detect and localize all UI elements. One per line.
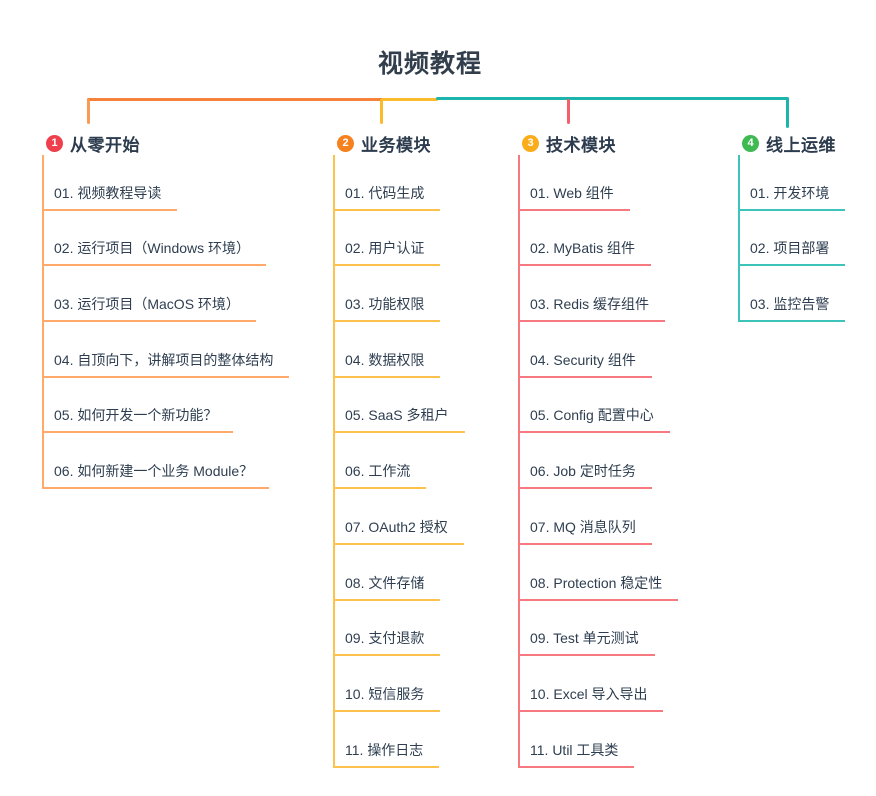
topic-item: 08. 文件存储 — [333, 545, 441, 601]
topic-item: 03. 功能权限 — [333, 266, 441, 323]
branch-3-spine-line — [518, 155, 520, 768]
branch-3-column: 01. Web 组件 02. MyBatis 组件 03. Redis 缓存组件… — [518, 155, 679, 768]
connector-branch2-horizontal — [381, 98, 438, 101]
topic-item: 02. MyBatis 组件 — [518, 211, 652, 267]
topic-item: 01. 代码生成 — [333, 155, 441, 211]
topic-item: 06. Job 定时任务 — [518, 433, 652, 490]
topic-item: 02. 用户认证 — [333, 211, 441, 267]
branch-4-number-badge: 4 — [742, 135, 759, 152]
topic-item: 06. 工作流 — [333, 433, 427, 490]
branch-2-number-badge: 2 — [337, 135, 354, 152]
topic-item: 02. 运行项目（Windows 环境） — [42, 211, 267, 267]
topic-item: 09. 支付退款 — [333, 601, 441, 657]
branch-1-label: 从零开始 — [70, 136, 140, 155]
topic-item: 06. 如何新建一个业务 Module？ — [42, 433, 270, 490]
topic-item: 01. 开发环境 — [738, 155, 846, 211]
branch-3-label: 技术模块 — [546, 136, 616, 155]
branch-2-spine-line — [333, 155, 335, 768]
topic-item: 02. 项目部署 — [738, 211, 846, 267]
branch-header-1: 1 从零开始 — [46, 131, 140, 156]
topic-item: 05. SaaS 多租户 — [333, 378, 465, 434]
topic-item: 01. 视频教程导读 — [42, 155, 178, 211]
mindmap-root-title: 视频教程 — [377, 50, 482, 78]
topic-item: 09. Test 单元测试 — [518, 601, 655, 657]
connector-branch2-drop — [380, 99, 383, 124]
topic-item: 10. 短信服务 — [333, 656, 441, 712]
branch-header-2: 2 业务模块 — [337, 131, 431, 156]
branch-3-number-badge: 3 — [522, 135, 539, 152]
topic-item: 07. MQ 消息队列 — [518, 489, 652, 545]
topic-item: 10. Excel 导入导出 — [518, 656, 664, 712]
branch-2-label: 业务模块 — [361, 136, 431, 155]
topic-item: 07. OAuth2 授权 — [333, 489, 464, 545]
branch-4-spine-line — [738, 155, 740, 322]
connector-branch3-drop — [567, 99, 570, 124]
topic-item: 01. Web 组件 — [518, 155, 630, 211]
topic-item: 03. 监控告警 — [738, 266, 846, 323]
topic-item: 05. Config 配置中心 — [518, 378, 670, 434]
topic-item: 03. Redis 缓存组件 — [518, 266, 666, 323]
branch-1-number-badge: 1 — [46, 135, 63, 152]
topic-item: 11. 操作日志 — [333, 712, 440, 768]
branch-4-column: 01. 开发环境 02. 项目部署 03. 监控告警 — [738, 155, 846, 323]
connector-branch4-drop — [786, 98, 789, 128]
branch-2-column: 01. 代码生成 02. 用户认证 03. 功能权限 04. 数据权限 05. … — [333, 155, 465, 768]
branch-header-4: 4 线上运维 — [742, 131, 836, 156]
connector-branch1-horizontal — [87, 98, 384, 101]
connector-branch1-drop — [87, 99, 90, 124]
topic-item: 04. 数据权限 — [333, 322, 441, 378]
branch-4-label: 线上运维 — [766, 136, 836, 155]
topic-item: 11. Util 工具类 — [518, 712, 635, 768]
branch-header-3: 3 技术模块 — [522, 131, 616, 156]
branch-1-column: 01. 视频教程导读 02. 运行项目（Windows 环境） 03. 运行项目… — [42, 155, 290, 490]
topic-item: 08. Protection 稳定性 — [518, 545, 679, 601]
topic-item: 05. 如何开发一个新功能？ — [42, 378, 234, 434]
topic-item: 03. 运行项目（MacOS 环境） — [42, 266, 256, 323]
topic-item: 04. Security 组件 — [518, 322, 652, 378]
connector-branch4-horizontal — [436, 97, 789, 100]
topic-item: 04. 自顶向下，讲解项目的整体结构 — [42, 322, 290, 378]
